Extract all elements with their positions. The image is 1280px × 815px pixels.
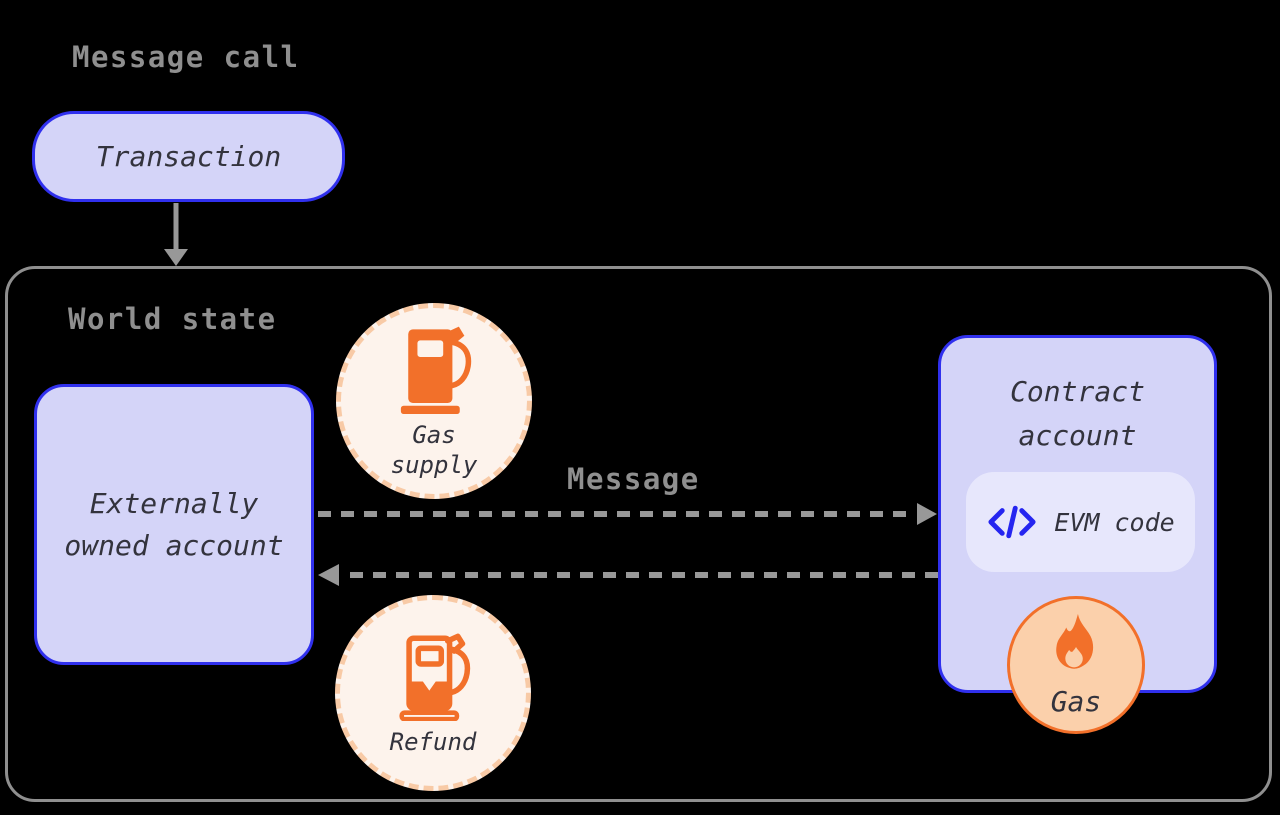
world-state-label: World state xyxy=(68,302,277,336)
code-icon xyxy=(988,505,1036,539)
eoa-label-line2: owned account xyxy=(64,528,284,562)
gas-label: Gas xyxy=(1050,684,1102,718)
gas-pump-refund-icon xyxy=(399,633,471,721)
world-state-container xyxy=(5,266,1272,802)
eoa-label-line1: Externally xyxy=(89,486,259,520)
refund-node: Refund xyxy=(335,595,531,791)
externally-owned-account-node: Externally owned account xyxy=(34,384,314,665)
gas-supply-label-line1: Gas xyxy=(412,421,456,449)
transaction-down-arrow xyxy=(164,203,188,266)
evm-code-label: EVM code xyxy=(1054,507,1175,537)
evm-code-pill: EVM code xyxy=(966,472,1195,572)
transaction-node: Transaction xyxy=(32,111,345,202)
flame-icon xyxy=(1056,613,1094,669)
gas-pump-icon xyxy=(400,326,472,414)
refund-label: Refund xyxy=(389,728,477,756)
contract-label-line1: Contract xyxy=(1010,375,1145,408)
gas-supply-node: Gas supply xyxy=(336,303,532,499)
gas-supply-label-line2: supply xyxy=(390,451,478,479)
contract-label-line2: account xyxy=(1018,419,1137,452)
gas-node: Gas xyxy=(1007,596,1145,734)
message-arrow-label: Message xyxy=(567,462,700,496)
transaction-label: Transaction xyxy=(95,140,282,173)
diagram-title: Message call xyxy=(72,40,300,74)
